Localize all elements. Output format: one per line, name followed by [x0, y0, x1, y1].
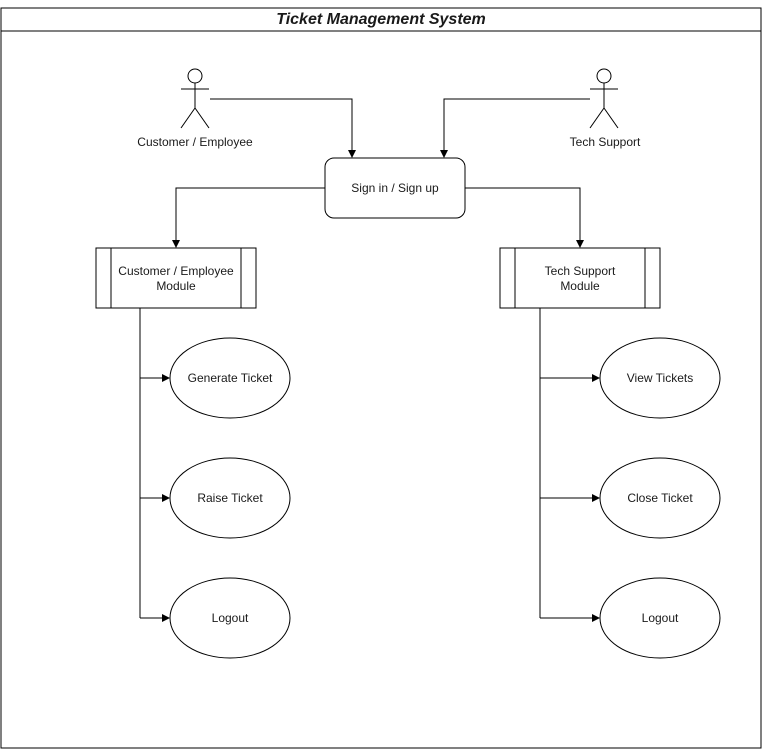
usecase-tech-logout-ellipse [599, 577, 721, 659]
actor-customer-label: Customer / Employee [137, 135, 253, 149]
usecase-close-ticket-ellipse [599, 457, 721, 539]
usecase-view-tickets-ellipse [599, 337, 721, 419]
usecase-generate-ticket-ellipse [169, 337, 291, 419]
tech-module-label-line2: Module [560, 279, 600, 293]
usecase-view-tickets-label: View Tickets [627, 371, 693, 385]
actor-customer-right-leg [194, 107, 210, 129]
usecase-generate-ticket[interactable]: Generate Ticket [169, 337, 291, 419]
edge-signin-to-tech-module [465, 187, 584, 248]
actor-tech-left-leg [589, 107, 605, 129]
tech-module-box [499, 247, 661, 309]
usecase-tech-logout[interactable]: Logout [599, 577, 721, 659]
actor-tech-support[interactable] [589, 68, 619, 129]
diagram-title: Ticket Management System [276, 11, 486, 28]
tech-module-label-line1: Tech Support [545, 264, 616, 278]
usecase-customer-logout-ellipse [169, 577, 291, 659]
actor-tech-head-icon [596, 68, 612, 84]
signin-label: Sign in / Sign up [351, 181, 439, 195]
usecase-customer-logout[interactable]: Logout [169, 577, 291, 659]
customer-module-node[interactable]: Customer / Employee Module [95, 247, 257, 309]
customer-module-label-line2: Module [156, 279, 196, 293]
actor-customer-head-icon [187, 68, 203, 84]
usecase-close-ticket-label: Close Ticket [627, 491, 693, 505]
actor-customer-left-leg [180, 107, 196, 129]
customer-module-box [95, 247, 257, 309]
usecase-tech-logout-label: Logout [642, 611, 679, 625]
edge-tech-to-signin [440, 98, 590, 158]
actor-customer-employee[interactable] [180, 68, 210, 129]
tech-module-node[interactable]: Tech Support Module [499, 247, 661, 309]
edge-signin-to-customer-module [172, 187, 325, 248]
actor-tech-label: Tech Support [570, 135, 641, 149]
usecase-raise-ticket-label: Raise Ticket [197, 491, 263, 505]
signin-signup-node[interactable]: Sign in / Sign up [324, 157, 466, 219]
usecase-raise-ticket-ellipse [169, 457, 291, 539]
actor-tech-right-leg [603, 107, 619, 129]
customer-module-label-line1: Customer / Employee [118, 264, 234, 278]
usecase-generate-ticket-label: Generate Ticket [188, 371, 273, 385]
edge-customer-to-signin [210, 98, 356, 158]
usecase-customer-logout-label: Logout [212, 611, 249, 625]
usecase-view-tickets[interactable]: View Tickets [599, 337, 721, 419]
usecase-close-ticket[interactable]: Close Ticket [599, 457, 721, 539]
usecase-raise-ticket[interactable]: Raise Ticket [169, 457, 291, 539]
